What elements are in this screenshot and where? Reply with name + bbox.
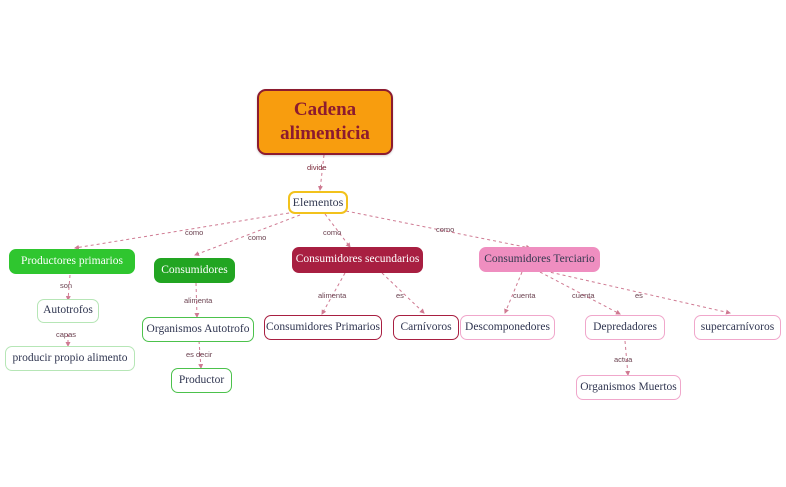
edge-label-es-carnivoros: es [396, 291, 404, 300]
node-consumidores-terciario[interactable]: Consumidores Terciario [479, 247, 600, 272]
node-carnivoros-label: Carnívoros [400, 320, 452, 333]
node-autotrofos-label: Autotrofos [43, 304, 93, 317]
node-descomponedores[interactable]: Descomponedores [460, 315, 555, 340]
edge-label-son: son [60, 281, 73, 290]
edge-label-como-2: como [248, 233, 267, 242]
edge-label-como-3: como [323, 228, 342, 237]
root-title-line-2: alimenticia [280, 123, 370, 144]
node-consumidores-primarios-label: Consumidores Primarios [265, 320, 381, 333]
edge-label-actua: actua [614, 355, 633, 364]
node-producir-propio-alimento[interactable]: producir propio alimento [5, 346, 135, 371]
edge-root-elementos [317, 154, 325, 191]
edge-label-alimenta-secundarios: alimenta [318, 291, 347, 300]
node-consumidores[interactable]: Consumidores [154, 258, 235, 283]
node-organismos-muertos-label: Organismos Muertos [580, 380, 677, 393]
node-depredadores-label: Depredadores [593, 320, 657, 333]
node-elementos[interactable]: Elementos [288, 191, 348, 214]
node-supercarnivoros-label: supercarnívoros [700, 320, 775, 333]
node-cadena-alimenticia[interactable]: Cadena alimenticia [257, 89, 393, 155]
node-consumidores-secundarios[interactable]: Consumidores secundarios [292, 247, 423, 273]
node-productores-primarios[interactable]: Productores primarios [9, 249, 135, 274]
node-descomponedores-label: Descomponedores [465, 320, 550, 333]
edge-label-es-decir: es decir [186, 350, 213, 359]
node-productores-primarios-label: Productores primarios [21, 254, 123, 267]
node-organismos-autotrofo-label: Organismos Autotrofo [146, 322, 250, 335]
node-elementos-label: Elementos [292, 194, 344, 209]
node-carnivoros[interactable]: Carnívoros [393, 315, 459, 340]
node-autotrofos[interactable]: Autotrofos [37, 299, 99, 323]
node-consumidores-secundarios-label: Consumidores secundarios [295, 253, 420, 266]
edge-label-cuenta-depredadores: cuenta [572, 291, 595, 300]
node-consumidores-terciario-label: Consumidores Terciario [484, 252, 595, 265]
node-consumidores-label: Consumidores [161, 263, 228, 276]
edge-label-divide: divide [307, 163, 327, 172]
node-producir-propio-alimento-label: producir propio alimento [12, 351, 128, 364]
node-depredadores[interactable]: Depredadores [585, 315, 665, 340]
root-title-line-1: Cadena [293, 99, 357, 121]
edge-label-como-4: como [436, 225, 455, 234]
node-consumidores-primarios[interactable]: Consumidores Primarios [264, 315, 382, 340]
node-supercarnivoros[interactable]: supercarnívoros [694, 315, 781, 340]
edge-label-como-1: como [185, 228, 204, 237]
node-productor-label: Productor [178, 373, 225, 386]
edge-label-capas: capas [56, 330, 77, 339]
edge-label-es-supercarnivoros: es [635, 291, 643, 300]
node-productor[interactable]: Productor [171, 368, 232, 393]
node-organismos-autotrofo[interactable]: Organismos Autotrofo [142, 317, 254, 342]
edge-label-cuenta-descomponedores: cuenta [513, 291, 536, 300]
edge-label-alimenta-consumidores: alimenta [184, 296, 213, 305]
node-organismos-muertos[interactable]: Organismos Muertos [576, 375, 681, 400]
